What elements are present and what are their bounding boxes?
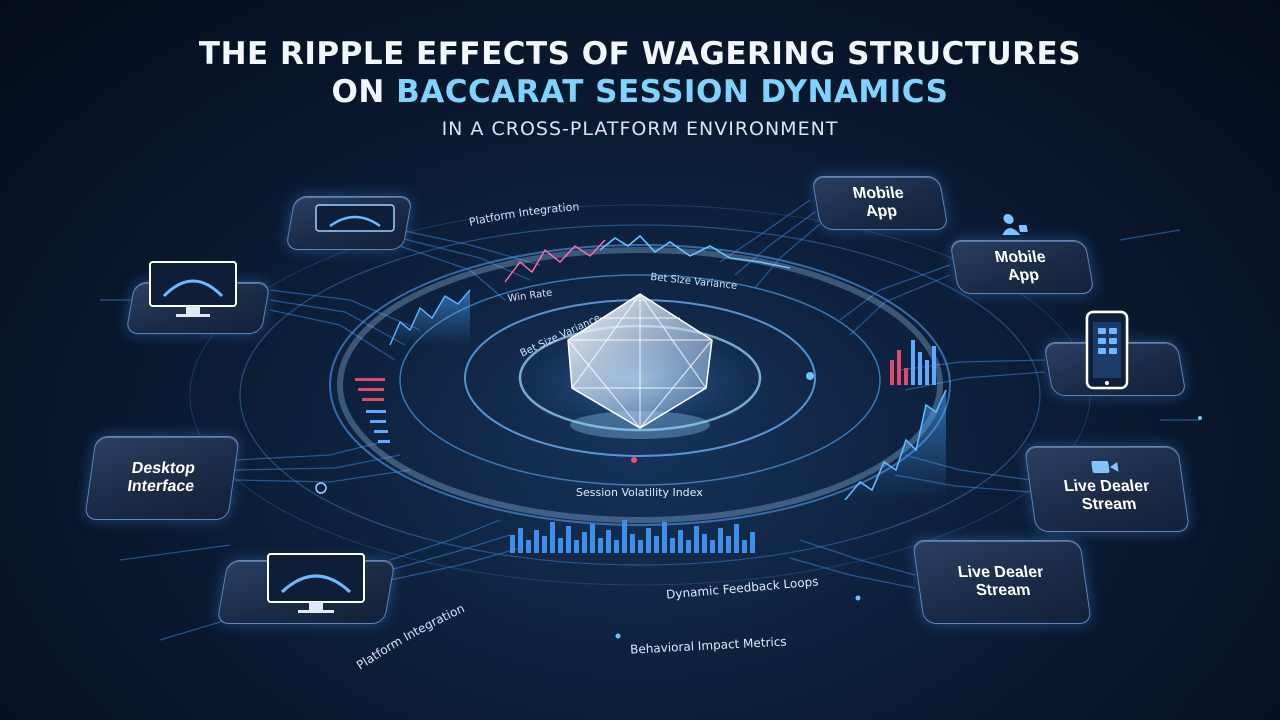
ring-label-dynamic-feedback-loops: Dynamic Feedback Loops	[666, 574, 819, 601]
ring-label-session-volatility-index: Session Volatility Index	[576, 486, 703, 499]
crystal-icon	[567, 293, 713, 439]
mobile-tile-right	[1043, 342, 1187, 396]
node-label: Live Dealer Stream	[956, 564, 1045, 599]
title-prefix: ON	[331, 74, 385, 110]
title-highlight: BACCARAT SESSION DYNAMICS	[396, 74, 949, 110]
signal-dots	[315, 372, 1202, 639]
bar-chart-left	[355, 378, 390, 443]
page-title-line2: ON BACCARAT SESSION DYNAMICS	[0, 74, 1280, 110]
desktop-tile-bottom-left	[216, 560, 396, 624]
ring-label-bet-size-variance-top: Bet Size Variance	[650, 272, 738, 292]
node-live-dealer-bottom: Live Dealer Stream	[912, 540, 1092, 624]
node-desktop-interface: Desktop Interface	[84, 436, 240, 520]
ring-label-behavioral-impact-metrics: Behavioral Impact Metrics	[630, 634, 787, 656]
bar-chart-bottom	[510, 520, 755, 553]
area-chart-right	[844, 389, 947, 501]
desktop-tile-top-left	[285, 196, 413, 250]
node-label: Mobile App	[993, 249, 1048, 284]
node-live-dealer-right: Live Dealer Stream	[1023, 446, 1191, 532]
node-mobile-app-mid: Mobile App	[949, 214, 1095, 294]
line-chart-top	[504, 234, 791, 283]
area-chart-left	[389, 289, 471, 346]
node-label: Desktop Interface	[126, 460, 197, 495]
node-mobile-app-top: Mobile App	[811, 176, 949, 230]
ring-label-platform-integration-top: Platform Integration	[468, 200, 580, 229]
video-camera-icon	[1091, 461, 1119, 473]
desktop-tile-left	[125, 282, 271, 334]
user-icon	[1002, 214, 1028, 235]
bar-chart-right	[890, 340, 936, 385]
page-title: THE RIPPLE EFFECTS OF WAGERING STRUCTURE…	[198, 36, 1082, 72]
page-subtitle: IN A CROSS-PLATFORM ENVIRONMENT	[441, 118, 839, 140]
node-label: Live Dealer Stream	[1062, 478, 1151, 513]
node-label: Mobile App	[851, 185, 906, 220]
